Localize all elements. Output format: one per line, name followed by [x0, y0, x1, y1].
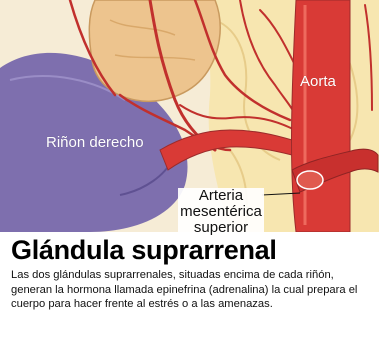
arteria-label: Arteria mesentérica superior [178, 188, 264, 236]
artery-origin-ring [297, 171, 323, 189]
arteria-label-line: Arteria [180, 188, 262, 204]
arteria-label-line: mesentérica [180, 204, 262, 220]
aorta-label: Aorta [300, 74, 336, 90]
description-text: Las dos glándulas suprarrenales, situada… [11, 268, 377, 312]
aorta [292, 0, 351, 232]
kidney-label: Riñon derecho [46, 135, 144, 151]
arteria-label-line: superior [180, 220, 262, 236]
page-title: Glándula suprarrenal [11, 235, 277, 265]
